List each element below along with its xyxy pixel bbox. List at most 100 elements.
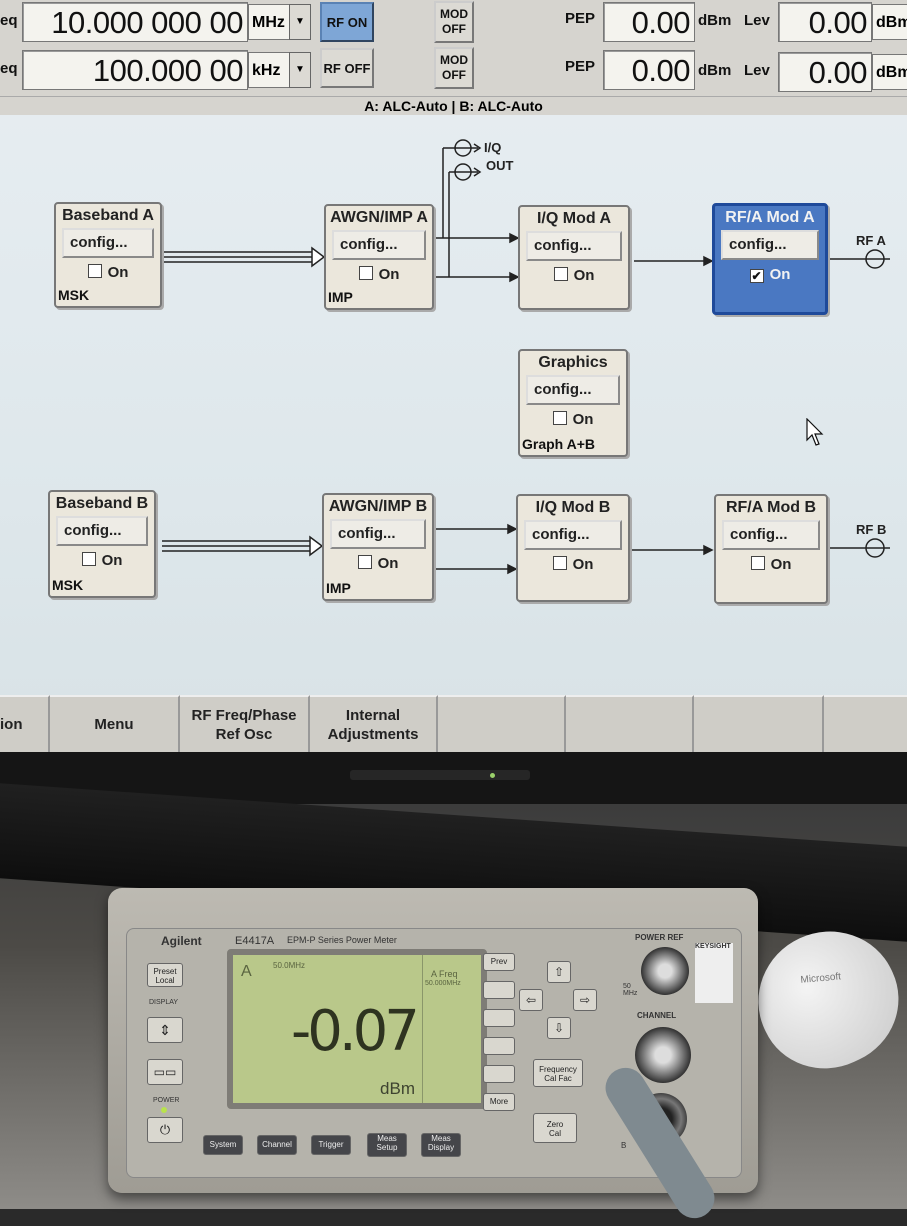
power-button[interactable]: ⏻: [147, 1117, 183, 1143]
softkey-rf-freq-phase[interactable]: RF Freq/Phase Ref Osc: [180, 695, 310, 752]
config-button[interactable]: config...: [332, 230, 426, 260]
freq-label-a: eq: [0, 12, 18, 29]
checkbox-icon[interactable]: [357, 555, 372, 569]
arrow-down-icon[interactable]: ⇩: [547, 1017, 571, 1039]
mod-label: MOD: [440, 53, 468, 67]
level-unit-a[interactable]: dBm: [872, 4, 907, 40]
on-checkbox[interactable]: On: [716, 556, 826, 573]
softkey-menu[interactable]: Menu: [50, 695, 180, 752]
frequency-cal-fac-key[interactable]: Frequency Cal Fac: [533, 1059, 583, 1087]
rf-mod-b-block[interactable]: RF/A Mod B config... On: [714, 494, 828, 604]
on-checkbox[interactable]: On: [520, 267, 628, 284]
baseband-a-block[interactable]: Baseband A config... On MSK: [54, 202, 162, 308]
checkbox-icon[interactable]: [553, 267, 568, 281]
arrow-left-icon[interactable]: ⇦: [519, 989, 543, 1011]
softkey-6[interactable]: [566, 695, 694, 752]
power-ref-connector[interactable]: [641, 947, 689, 995]
iq-mod-b-block[interactable]: I/Q Mod B config... On: [516, 494, 630, 602]
checkbox-icon[interactable]: [81, 552, 96, 566]
softkey-5[interactable]: [438, 695, 566, 752]
checkbox-icon[interactable]: [552, 556, 567, 570]
config-button[interactable]: config...: [526, 231, 622, 261]
block-title: I/Q Mod A: [536, 210, 612, 227]
pep-label-a: PEP: [565, 10, 596, 27]
config-button[interactable]: config...: [62, 228, 154, 258]
on-checkbox[interactable]: On: [518, 556, 628, 573]
softkey-2[interactable]: [483, 981, 515, 999]
power-led-icon: [490, 773, 495, 778]
softkey-8[interactable]: [824, 695, 907, 752]
chevron-down-icon[interactable]: ▼: [289, 52, 311, 88]
calibration-brand: KEYSIGHT: [695, 943, 731, 950]
frequency-field-b[interactable]: 100.000 00: [22, 50, 248, 90]
on-checkbox[interactable]: On: [326, 266, 432, 283]
level-field-b[interactable]: 0.00: [778, 52, 872, 92]
level-label-b: Lev: [744, 62, 770, 79]
calibration-sticker: KEYSIGHT: [695, 943, 733, 1003]
on-label: On: [101, 552, 123, 569]
power-label: POWER: [153, 1097, 180, 1104]
mod-off-button-b[interactable]: MOD OFF: [434, 47, 474, 89]
checkbox-icon[interactable]: [552, 411, 567, 425]
on-checkbox[interactable]: On: [50, 552, 154, 569]
rf-on-button[interactable]: RF ON: [320, 2, 374, 42]
window-key-icon[interactable]: ▭▭: [147, 1059, 183, 1085]
on-checkbox[interactable]: On: [520, 411, 626, 428]
block-title: AWGN/IMP A: [330, 209, 428, 226]
arrow-right-icon[interactable]: ⇨: [573, 989, 597, 1011]
softkey-4[interactable]: [483, 1037, 515, 1055]
level-unit-b[interactable]: dBm: [872, 54, 907, 90]
signal-path-wires: [310, 248, 324, 555]
header-bar: eq 10.000 000 00 MHz ▼ RF ON MOD OFF PEP…: [0, 0, 907, 96]
on-checkbox[interactable]: On: [56, 264, 160, 281]
on-label: On: [107, 264, 129, 281]
rf-mod-a-block[interactable]: RF/A Mod A config... ✔On: [712, 203, 828, 315]
on-checkbox[interactable]: On: [324, 555, 432, 572]
system-key[interactable]: System: [203, 1135, 243, 1155]
softkey-7[interactable]: [694, 695, 824, 752]
checkbox-icon[interactable]: [358, 266, 373, 280]
frequency-field-a[interactable]: 10.000 000 00: [22, 2, 248, 42]
config-button[interactable]: config...: [722, 520, 820, 550]
channel-b-label: B: [621, 1141, 627, 1150]
graphics-block[interactable]: Graphics config... On Graph A+B: [518, 349, 628, 457]
power-reading-unit: dBm: [380, 1079, 415, 1098]
signal-generator-screen: eq 10.000 000 00 MHz ▼ RF ON MOD OFF PEP…: [0, 0, 907, 752]
config-button[interactable]: config...: [330, 519, 426, 549]
softkey-internal-adjustments[interactable]: Internal Adjustments: [310, 695, 438, 752]
channel-key[interactable]: Channel: [257, 1135, 297, 1155]
block-title: AWGN/IMP B: [328, 498, 428, 515]
softkey-5[interactable]: [483, 1065, 515, 1083]
checkmark-icon[interactable]: ✔: [749, 269, 764, 283]
softkey-3[interactable]: [483, 1009, 515, 1027]
rf-off-button[interactable]: RF OFF: [320, 48, 374, 88]
chevron-down-icon[interactable]: ▼: [289, 4, 311, 40]
softkey-1[interactable]: ion: [0, 695, 50, 752]
config-button[interactable]: config...: [524, 520, 622, 550]
config-button[interactable]: config...: [721, 230, 819, 260]
config-button[interactable]: config...: [526, 375, 620, 405]
frequency-unit-a[interactable]: MHz: [248, 4, 290, 40]
meas-setup-key[interactable]: Meas Setup: [367, 1133, 407, 1157]
arrow-up-icon[interactable]: ⇧: [547, 961, 571, 983]
awgn-imp-b-block[interactable]: AWGN/IMP B config... On IMP: [322, 493, 434, 601]
checkbox-icon[interactable]: [87, 264, 102, 278]
on-checkbox[interactable]: ✔On: [715, 266, 825, 283]
preset-local-key[interactable]: Preset Local: [147, 963, 183, 987]
prev-key[interactable]: Prev: [483, 953, 515, 971]
level-field-a[interactable]: 0.00: [778, 2, 872, 42]
checkbox-icon[interactable]: [750, 556, 765, 570]
awgn-imp-a-block[interactable]: AWGN/IMP A config... On IMP: [324, 204, 434, 310]
trigger-key[interactable]: Trigger: [311, 1135, 351, 1155]
frequency-unit-b[interactable]: kHz: [248, 52, 290, 88]
channel-a-connector[interactable]: [635, 1027, 691, 1083]
level-label-a: Lev: [744, 12, 770, 29]
mod-off-button-a[interactable]: MOD OFF: [434, 1, 474, 43]
more-key[interactable]: More: [483, 1093, 515, 1111]
iq-mod-a-block[interactable]: I/Q Mod A config... On: [518, 205, 630, 310]
baseband-b-block[interactable]: Baseband B config... On MSK: [48, 490, 156, 598]
display-updown-key[interactable]: ⇕: [147, 1017, 183, 1043]
meas-display-key[interactable]: Meas Display: [421, 1133, 461, 1157]
config-button[interactable]: config...: [56, 516, 148, 546]
zero-cal-key[interactable]: Zero Cal: [533, 1113, 577, 1143]
